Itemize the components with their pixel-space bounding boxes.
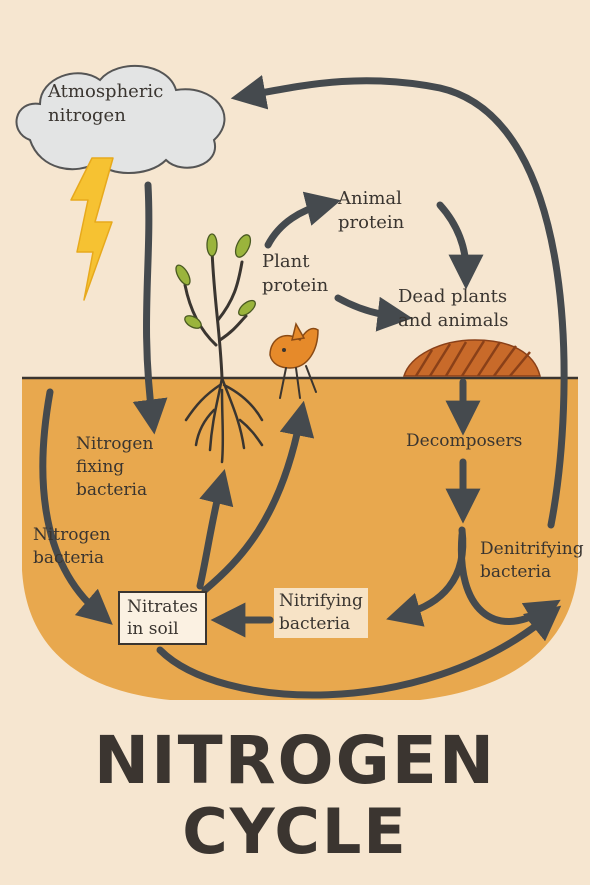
arrow-nitrates-to-animal <box>201 400 315 594</box>
nitrifying-bacteria-label: Nitrifying bacteria <box>274 588 368 638</box>
arrow-plant-to-animal <box>264 191 342 249</box>
denitrifying-bacteria-label: Denitrifying bacteria <box>480 539 584 582</box>
arrow-to-atmosphere <box>230 75 568 529</box>
lightning-icon <box>70 157 114 301</box>
atmospheric-nitrogen-label: Atmospheric nitrogen <box>48 81 164 127</box>
arrow-left-to-nitrates <box>39 388 113 625</box>
plant-icon <box>175 233 264 464</box>
arrow-cloud-to-fixing-bacteria <box>132 181 168 435</box>
arrow-nitrates-to-plant <box>196 468 234 590</box>
decay-mound <box>402 339 541 377</box>
nitrogen-fixing-bacteria-label: Nitrogen fixing bacteria <box>76 434 154 500</box>
nitrogen-bacteria-label: Nitrogen bacteria <box>33 525 111 568</box>
title-line-1: NITROGEN <box>93 722 497 799</box>
arrow-animal-to-dead <box>436 201 484 290</box>
title-line-2: CYCLE <box>182 795 408 868</box>
dead-plants-animals-label: Dead plants and animals <box>398 286 509 332</box>
plant-protein-label: Plant protein <box>262 251 329 297</box>
animal-protein-label: Animal protein <box>338 188 405 234</box>
arrow-bottom-loop <box>156 605 562 699</box>
nitrates-in-soil-box: Nitrates in soil <box>118 591 208 646</box>
decomposers-label: Decomposers <box>406 431 523 451</box>
animal-icon <box>269 322 319 399</box>
arrow-plant-to-dead <box>334 294 413 332</box>
